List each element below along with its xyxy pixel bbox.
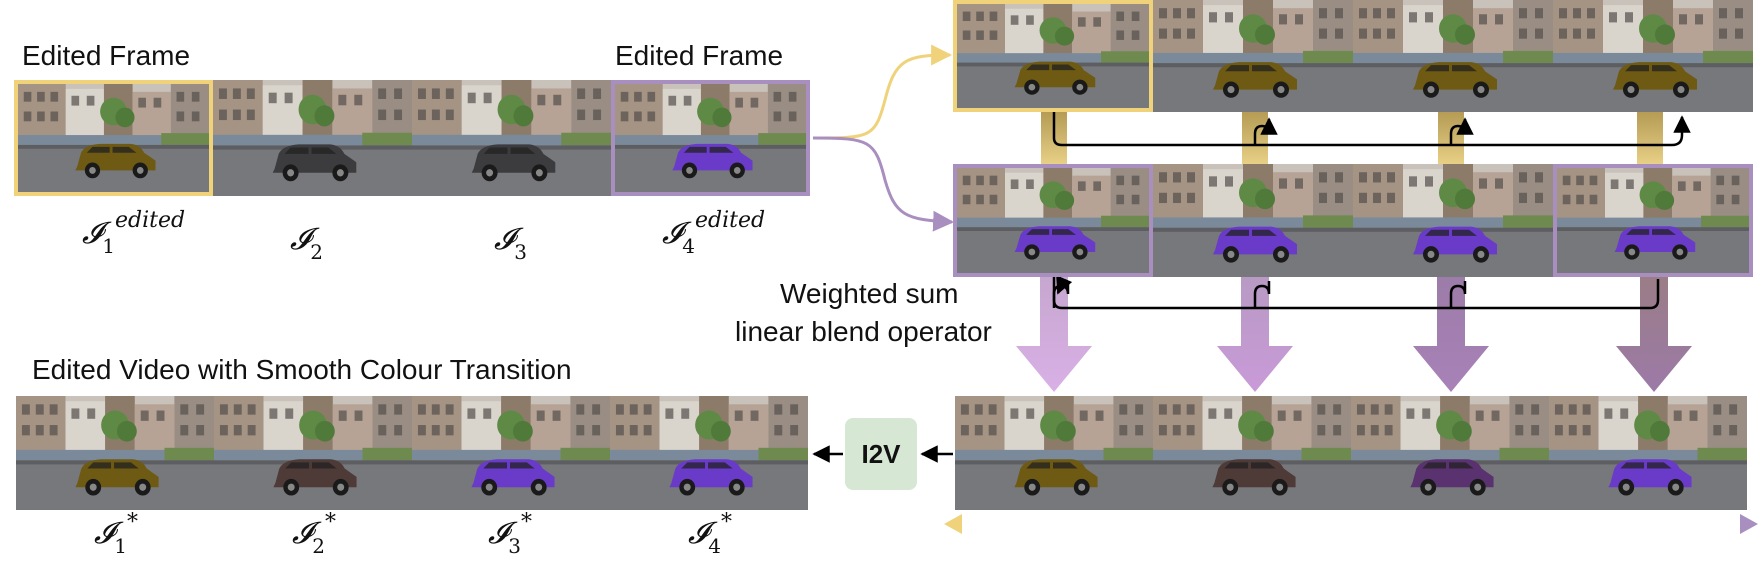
output-label-1: 𝓘1*	[94, 510, 139, 558]
blend-row-frame-2	[1153, 396, 1351, 510]
purple-row-frame-3	[1353, 164, 1553, 277]
blend-row-frame-1	[955, 396, 1153, 510]
down-arrow-3	[1413, 277, 1489, 392]
down-arrow-1	[1016, 277, 1092, 392]
input-label-1: 𝓘1edited	[82, 208, 186, 258]
blend-row-frame-3	[1351, 396, 1549, 510]
output-frame-3	[412, 396, 610, 510]
output-frame-2	[214, 396, 412, 510]
edited-frame-heading-left: Edited Frame	[22, 40, 191, 71]
output-label-3: 𝓘3*	[488, 510, 533, 558]
down-arrow-4	[1616, 277, 1692, 392]
weighted-sum-label: Weighted sum	[780, 278, 959, 309]
edited-video-heading: Edited Video with Smooth Colour Transiti…	[32, 354, 572, 385]
input-label-4: 𝓘4edited	[662, 208, 766, 258]
input-frame-1	[14, 80, 213, 196]
time-arrow-right	[1740, 514, 1758, 534]
input-frame-4	[611, 80, 810, 196]
output-label-4: 𝓘4*	[688, 510, 733, 558]
purple-row-frame-1	[953, 164, 1153, 277]
time-arrow-left	[944, 514, 962, 534]
i2v-block: I2V	[845, 418, 917, 490]
purple-row-frame-4	[1553, 164, 1753, 277]
input-frame-3	[412, 80, 611, 196]
yellow-row-frame-3	[1353, 0, 1553, 112]
yellow-row-frame-1	[953, 0, 1153, 112]
purple-row-connector	[1052, 277, 1660, 310]
yellow-row-frame-2	[1153, 0, 1353, 112]
linear-blend-label: linear blend operator	[735, 316, 992, 347]
yellow-row-connector	[1052, 112, 1691, 147]
input-label-3: 𝓘3	[494, 222, 528, 264]
purple-connector	[812, 136, 955, 232]
down-arrow-2	[1217, 277, 1293, 392]
input-label-2: 𝓘2	[290, 222, 324, 264]
tan-bar-4	[1637, 112, 1663, 164]
output-frame-4	[610, 396, 808, 510]
input-frame-2	[213, 80, 412, 196]
output-label-2: 𝓘2*	[292, 510, 337, 558]
blend-row-frame-4	[1549, 396, 1747, 510]
yellow-row-frame-4	[1553, 0, 1753, 112]
purple-row-frame-2	[1153, 164, 1353, 277]
edited-frame-heading-right: Edited Frame	[615, 40, 784, 71]
output-frame-1	[16, 396, 214, 510]
yellow-connector	[812, 44, 953, 140]
